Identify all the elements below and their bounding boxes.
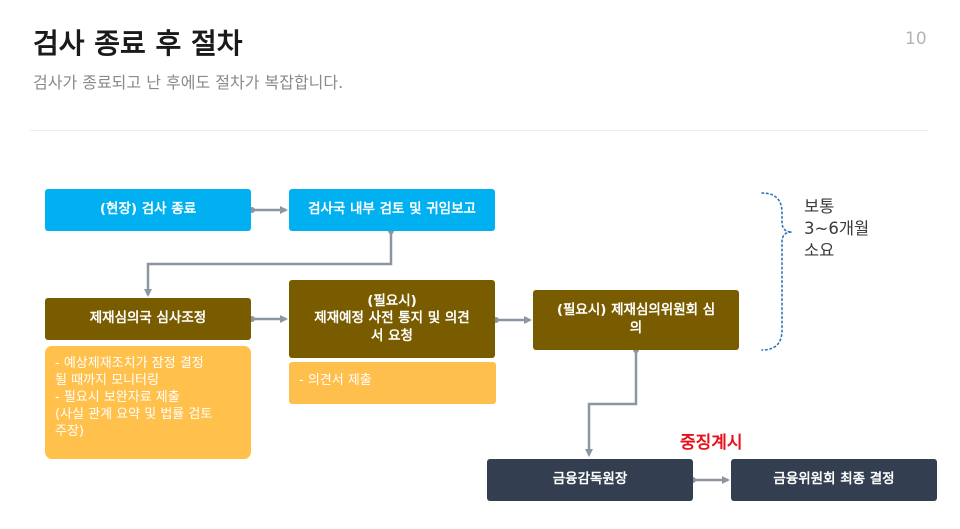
arrow-committee-to-fss [585, 350, 638, 457]
duration-note: 보통 3~6개월 소요 [804, 197, 870, 260]
page-title: 검사 종료 후 절차 [33, 27, 243, 60]
node-onsite-end: (현장) 검사 종료 [45, 189, 251, 231]
node-fsc-final: 금융위원회 최종 결정 [731, 459, 937, 501]
node-internal-review: 검사국 내부 검토 및 귀임보고 [289, 189, 495, 231]
page-number: 10 [905, 29, 927, 49]
note-opinion: - 의견서 제출 [289, 362, 496, 404]
node-committee: (필요시) 제재심의위원회 심 의 [533, 290, 739, 350]
note-monitoring: - 예상제재조치가 잠정 결정 될 때까지 모니터링 - 필요시 보완자료 제출… [45, 346, 251, 459]
node-sanction-review: 제재심의국 심사조정 [45, 298, 251, 340]
heavy-sanction-label: 중징계시 [680, 433, 743, 453]
duration-bracket [761, 192, 793, 351]
node-fss-head: 금융감독원장 [487, 459, 693, 501]
page-subtitle: 검사가 종료되고 난 후에도 절차가 복잡합니다. [33, 73, 344, 92]
header-divider [30, 130, 928, 131]
arrow-review-to-sanction [144, 231, 393, 297]
node-prior-notice: (필요시) 제재예정 사전 통지 및 의견 서 요청 [289, 280, 495, 358]
